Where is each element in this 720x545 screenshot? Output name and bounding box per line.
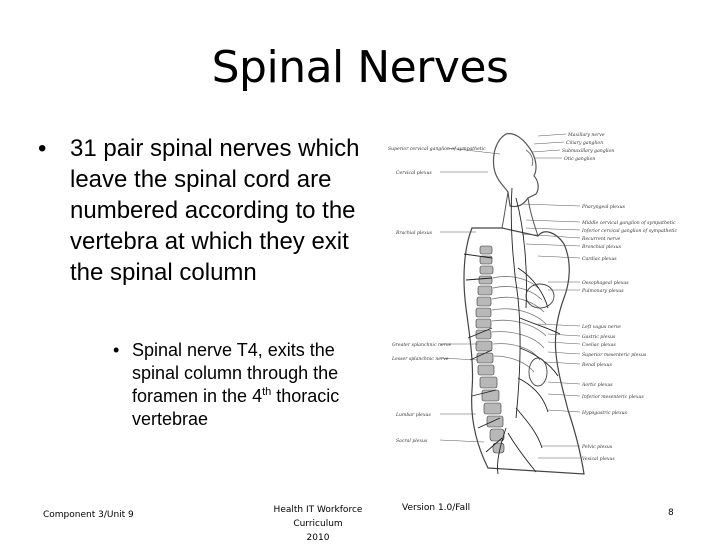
label-renal-plexus: Renal plexus — [581, 362, 612, 368]
kidney-shape — [528, 357, 548, 387]
label-otic-ganglion: Otic ganglion — [564, 156, 595, 162]
label-cardiac-plexus: Cardiac plexus — [582, 256, 617, 262]
figure-labels-right: Maxillary nerve Ciliary ganglion Submaxi… — [562, 132, 678, 462]
label-coeliac-plexus: Coeliac plexus — [582, 342, 616, 348]
label-lumbar-plexus: Lumbar plexus — [395, 412, 431, 418]
label-hypogastric-plexus: Hypogastric plexus — [581, 410, 628, 416]
label-left-vagus-nerve: Left vagus nerve — [581, 324, 621, 330]
label-pelvic-plexus: Pelvic plexus — [581, 444, 613, 450]
label-leaders-left — [439, 147, 501, 443]
bullet-sub-dot: • — [113, 340, 120, 360]
footer-version: Version 1.0/Fall — [402, 503, 471, 513]
bullet-sub-superscript: th — [262, 386, 272, 398]
bullet-main: • 31 pair spinal nerves which leave the … — [38, 133, 368, 288]
label-gastric-plexus: Gastric plexus — [582, 334, 616, 340]
bullet-sub-text: Spinal nerve T4, exits the spinal column… — [132, 339, 353, 431]
slide-title: Spinal Nerves — [211, 42, 509, 93]
bullet-sub-text-after: thoracic vertebrae — [132, 386, 340, 429]
label-oesophageal-plexus: Oesophageal plexus — [582, 280, 629, 286]
label-lesser-splanchnic: Lesser splanchnic nerve — [391, 356, 449, 362]
label-sacral-plexus: Sacral plexus — [396, 438, 428, 444]
label-ciliary-ganglion: Ciliary ganglion — [566, 140, 603, 146]
spinal-nerves-illustration: Superior cervical ganglion of sympatheti… — [388, 128, 688, 485]
spinal-column — [475, 245, 505, 454]
footer-component: Component 3/Unit 9 — [43, 510, 134, 520]
label-middle-cervical-ganglion: Middle cervical ganglion of sympathetic — [581, 220, 676, 226]
label-cervical-plexus: Cervical plexus — [396, 170, 432, 176]
torso-outline — [463, 227, 585, 475]
label-greater-splanchnic: Greater splanchnic nerve — [392, 342, 451, 348]
label-inferior-cervical-ganglion: Inferior cervical ganglion of sympatheti… — [581, 228, 678, 234]
label-pharyngeal-plexus: Pharyngeal plexus — [581, 204, 626, 210]
label-maxillary-nerve: Maxillary nerve — [567, 132, 605, 138]
footer-curriculum: Health IT Workforce Curriculum 2010 — [248, 503, 388, 545]
bullet-dot: • — [38, 135, 47, 162]
figure-labels-left: Superior cervical ganglion of sympatheti… — [388, 146, 486, 444]
label-recurrent-nerve: Recurrent nerve — [581, 236, 621, 242]
label-pulmonary-plexus: Pulmonary plexus — [581, 288, 624, 294]
label-aortic-plexus: Aortic plexus — [581, 382, 613, 388]
label-inferior-mesenteric-plexus: Inferior mesenteric plexus — [581, 394, 644, 400]
label-superior-mesenteric-plexus: Superior mesenteric plexus — [582, 352, 647, 358]
label-bronchial-plexus: Bronchial plexus — [581, 244, 622, 250]
label-submaxillary-ganglion: Submaxillary ganglion — [562, 148, 614, 154]
label-vesical-plexus: Vesical plexus — [582, 456, 615, 462]
heart-shape — [525, 283, 555, 309]
page-number: 8 — [668, 508, 674, 518]
bullet-main-text: 31 pair spinal nerves which leave the sp… — [70, 135, 360, 286]
footer-curriculum-line1: Health IT Workforce Curriculum — [273, 505, 363, 529]
bullet-sub: • Spinal nerve T4, exits the spinal colu… — [113, 339, 353, 431]
footer-curriculum-line2: 2010 — [306, 533, 330, 543]
label-brachial-plexus: Brachial plexus — [395, 230, 433, 236]
label-leaders-right — [521, 133, 581, 459]
ribs — [491, 276, 547, 373]
bullet-sub-text-before: Spinal nerve T4, exits the spinal column… — [132, 340, 339, 406]
label-superior-cervical-ganglion: Superior cervical ganglion of sympatheti… — [388, 146, 486, 152]
